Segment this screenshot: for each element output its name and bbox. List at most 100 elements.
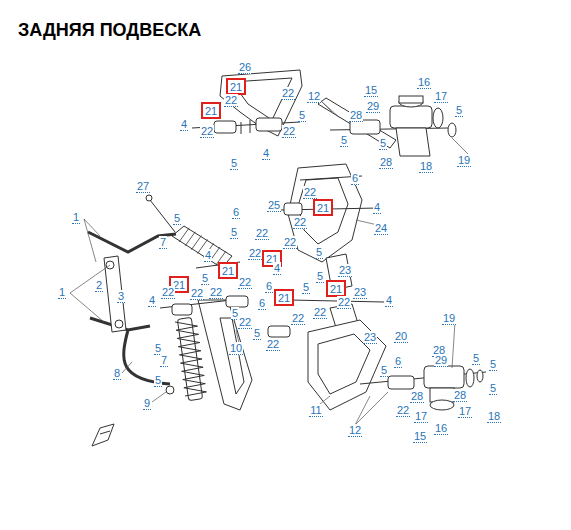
- callout-number: 21: [278, 292, 290, 304]
- callout-number: 1: [58, 286, 66, 299]
- shock-body: [177, 317, 202, 400]
- stabilizer-bar: [88, 232, 176, 252]
- callout-number: 28: [379, 156, 393, 169]
- bushing: [284, 203, 302, 215]
- callout-number: 25: [267, 199, 281, 212]
- callout-number: 18: [487, 410, 501, 423]
- leader-lines: [70, 100, 470, 425]
- callout-number: 28: [453, 389, 467, 402]
- spring-coil: [175, 322, 206, 396]
- callout-number: 6: [258, 297, 266, 310]
- callout-number: 15: [413, 430, 427, 443]
- callout-number: 16: [434, 422, 448, 435]
- callout-number: 4: [180, 118, 188, 131]
- fitting: [146, 195, 152, 201]
- callout-number: 4: [148, 294, 156, 307]
- callout-number: 5: [253, 327, 261, 340]
- callout-number: 21: [230, 81, 242, 93]
- callout-number: 22: [293, 216, 307, 229]
- bushing: [226, 296, 248, 307]
- boot-rib: [191, 236, 201, 250]
- callout-number: 5: [472, 352, 480, 365]
- boot-rib: [179, 228, 189, 242]
- callout-number: 10: [229, 342, 243, 355]
- bushing: [214, 121, 236, 133]
- sleeve: [350, 120, 380, 134]
- callout-number: 21: [205, 105, 217, 117]
- callout-number: 7: [159, 236, 167, 249]
- callout-number: 19: [457, 154, 471, 167]
- callout-number: 22: [238, 276, 252, 289]
- callout-number: 6: [394, 355, 402, 368]
- callout-number: 5: [230, 226, 238, 239]
- highlight-box: 21: [313, 199, 333, 216]
- knuckle-lower: [396, 128, 430, 156]
- callout-number: 7: [160, 354, 168, 367]
- highlight-box: 21: [274, 289, 294, 306]
- spring-coil: [175, 322, 206, 396]
- callout-number: 1: [72, 211, 80, 224]
- callout-number: 17: [434, 90, 448, 103]
- highlight-box: 21: [326, 280, 346, 297]
- callout-number: 17: [458, 405, 472, 418]
- highlight-box: 21: [226, 78, 246, 95]
- callout-number: 23: [363, 331, 377, 344]
- callout-number: 24: [374, 222, 388, 235]
- callout-number: 21: [222, 265, 234, 277]
- callout-number: 3: [117, 290, 125, 303]
- callout-number: 6: [265, 280, 273, 293]
- callout-number: 15: [364, 84, 378, 97]
- callout-number: 5: [316, 270, 324, 283]
- callout-number: 17: [414, 410, 428, 423]
- callout-number: 4: [273, 262, 281, 275]
- callout-number: 9: [143, 397, 151, 410]
- stabilizer-link: [104, 256, 126, 332]
- link-joint: [115, 320, 123, 328]
- callout-number: 5: [489, 358, 497, 371]
- cap-body: [399, 96, 423, 103]
- cap: [399, 97, 423, 107]
- callout-number: 6: [351, 172, 359, 185]
- callout-number: 22: [283, 236, 297, 249]
- callout-number: 22: [266, 338, 280, 351]
- callout-number: 22: [161, 286, 175, 299]
- cap: [430, 400, 454, 410]
- callout-number: 21: [317, 202, 329, 214]
- callout-number: 22: [337, 296, 351, 309]
- callout-number: 5: [489, 382, 497, 395]
- callout-number: 20: [394, 330, 408, 343]
- callout-number: 5: [298, 109, 306, 122]
- hose: [150, 200, 175, 232]
- bushing: [256, 118, 282, 131]
- boot-ribs: [179, 228, 226, 265]
- callout-number: 28: [349, 109, 363, 122]
- washer: [250, 120, 251, 133]
- callout-number: 22: [313, 306, 327, 319]
- knuckle-block: [390, 106, 432, 128]
- callout-number: 28: [410, 390, 424, 403]
- callout-number: 27: [136, 180, 150, 193]
- plate-window: [298, 178, 348, 244]
- highlight-box: 21: [201, 102, 221, 119]
- callout-number: 5: [154, 374, 162, 387]
- callout-number: 26: [238, 61, 252, 74]
- boot-rib: [185, 232, 195, 246]
- callout-number: 22: [224, 94, 238, 107]
- callout-number: 19: [442, 312, 456, 325]
- callout-number: 12: [307, 90, 321, 103]
- callout-number: 22: [209, 286, 223, 299]
- callout-number: 5: [201, 272, 209, 285]
- washer: [466, 369, 474, 387]
- bushing: [172, 304, 192, 315]
- clamp: [166, 386, 174, 394]
- highlight-box: 21: [218, 262, 238, 279]
- callout-number: 22: [238, 316, 252, 329]
- callout-number: 23: [353, 286, 367, 299]
- callout-number: 22: [282, 125, 296, 138]
- callout-number: 22: [396, 404, 410, 417]
- washer: [477, 370, 483, 382]
- callout-number: 21: [330, 283, 342, 295]
- callout-number: 22: [255, 227, 269, 240]
- callout-number: 5: [380, 364, 388, 377]
